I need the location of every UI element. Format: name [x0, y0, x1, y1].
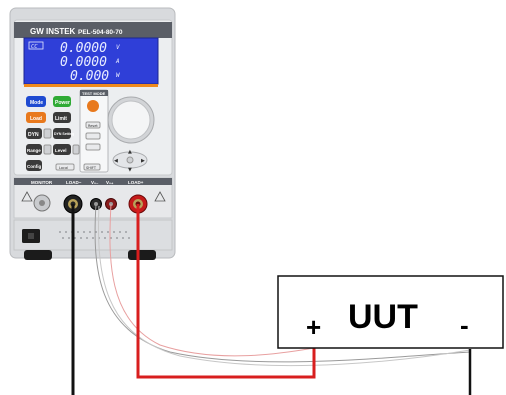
panel-key-b[interactable] [86, 144, 100, 150]
reset-label: Reset [88, 124, 98, 128]
load-button[interactable]: Load [26, 112, 46, 123]
small-key-1[interactable] [44, 129, 51, 138]
uut-plus-terminal-label: + [306, 312, 321, 342]
uut-label: UUT [348, 298, 418, 336]
svg-text:Power: Power [55, 100, 70, 106]
config-button[interactable]: Config [26, 160, 42, 171]
test-mode-label: TEST MODE [82, 91, 106, 96]
limit-button[interactable]: Limit [53, 112, 71, 123]
arrow-right-icon[interactable]: ▶ [141, 158, 145, 164]
mode-button[interactable]: Mode [26, 96, 46, 107]
svg-text:Load: Load [30, 116, 42, 122]
test-mode-button[interactable] [87, 100, 99, 112]
power-readout: 0.000 [70, 69, 109, 84]
svg-text:Level: Level [55, 148, 67, 153]
current-readout: 0.0000 [60, 55, 107, 70]
svg-text:Limit: Limit [55, 116, 67, 122]
arrow-left-icon[interactable]: ◀ [114, 158, 118, 164]
small-key-3[interactable] [73, 145, 79, 154]
power-button[interactable]: Power [53, 96, 71, 107]
dyn-button[interactable]: DYN [26, 128, 42, 139]
load-neg-label: LOAD− [66, 180, 82, 185]
electronic-load-instrument: GW INSTEK PEL-504-80-70 CC 0.0000 V 0.00… [10, 8, 175, 260]
panel-key-a[interactable] [86, 133, 100, 139]
voltage-readout: 0.0000 [60, 41, 107, 56]
arrow-pad-center[interactable] [127, 157, 133, 163]
foot-right [128, 250, 156, 260]
svg-text:Config: Config [27, 164, 41, 169]
rotary-knob[interactable] [112, 101, 150, 139]
svg-text:DYN Setting: DYN Setting [54, 132, 74, 136]
arrow-up-icon[interactable]: ▲ [128, 149, 132, 155]
svg-text:DYN: DYN [28, 132, 39, 138]
voltage-unit: V [116, 44, 120, 51]
arrow-down-icon[interactable]: ▼ [128, 167, 132, 173]
small-key-2[interactable] [44, 145, 51, 154]
svg-text:Range: Range [27, 148, 41, 153]
svg-text:Mode: Mode [30, 100, 43, 106]
foot-left [24, 250, 52, 260]
level-button[interactable]: Level [53, 144, 71, 155]
monitor-label: MONITOR [31, 180, 53, 185]
lcd-bottom-bar [24, 84, 158, 87]
local-label: Local [59, 166, 68, 170]
uut-minus-terminal-label: - [460, 310, 469, 340]
brand-logo: GW INSTEK [30, 27, 76, 36]
shift-label: SHIFT [86, 166, 97, 170]
load-pos-label: LOAD+ [128, 180, 144, 185]
model-number: PEL-504-80-70 [78, 29, 123, 36]
lcd-mode-badge-text: CC [31, 44, 38, 50]
v-neg-label: V₀₋ [91, 180, 99, 185]
current-unit: A [115, 58, 120, 65]
range-button[interactable]: Range [26, 144, 42, 155]
v-pos-label: V₀₊ [106, 180, 114, 185]
